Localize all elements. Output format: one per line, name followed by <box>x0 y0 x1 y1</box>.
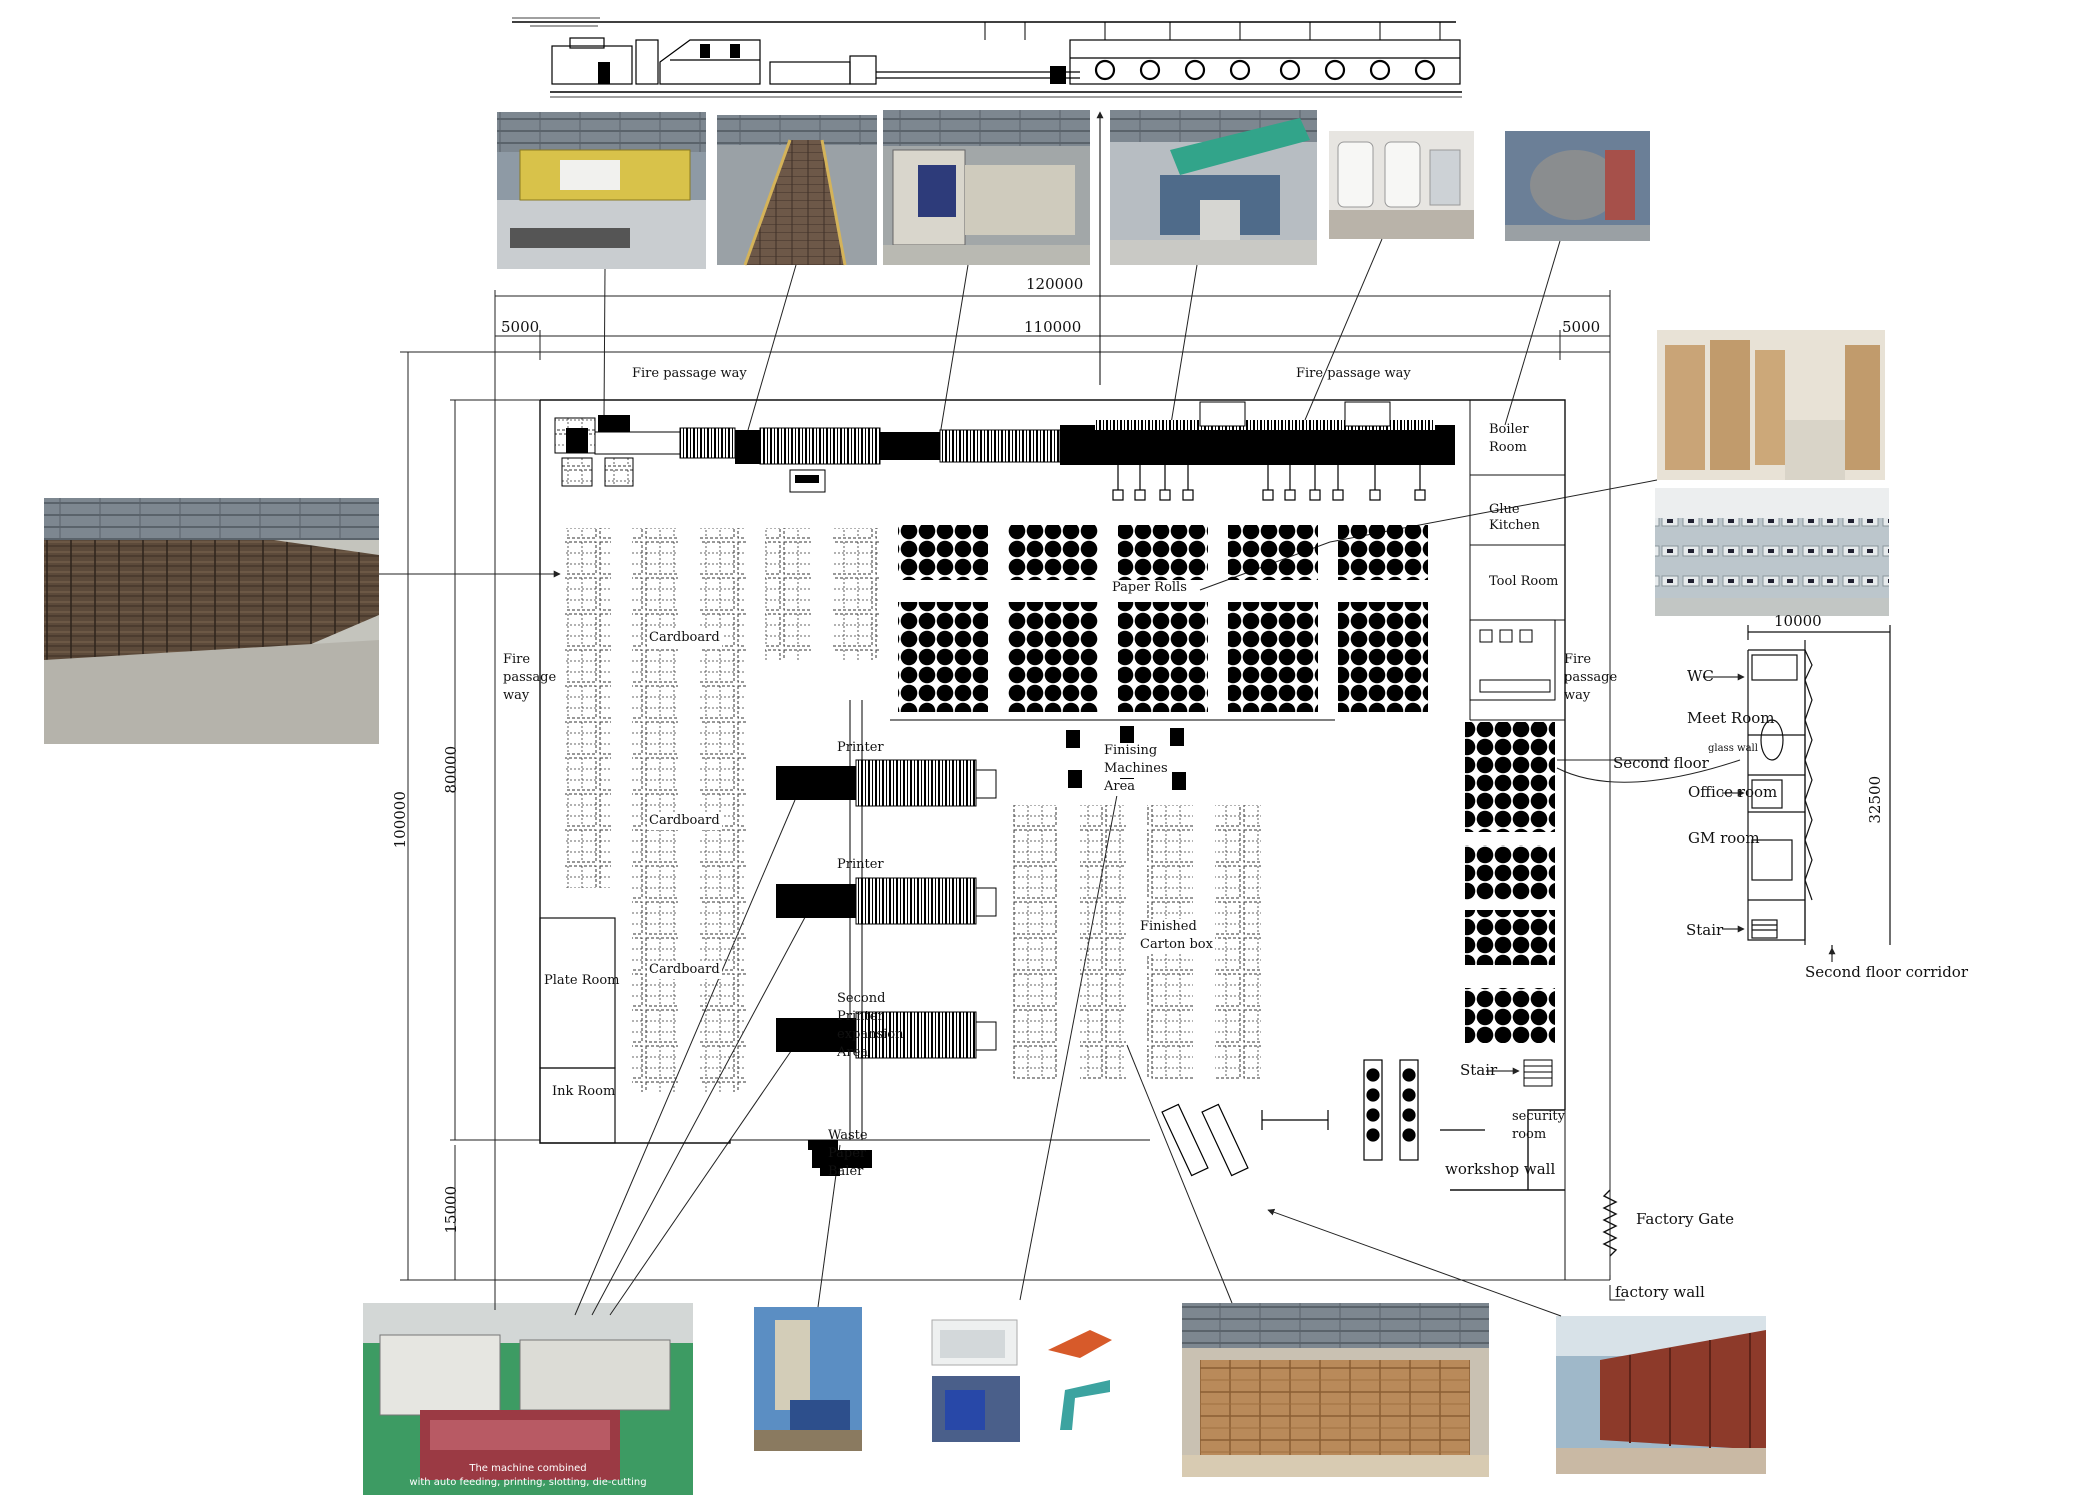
printer-label-1: Printer <box>837 740 884 755</box>
printer-photo-caption-line-1: The machine combined <box>469 1463 587 1474</box>
dimension-right-margin: 5000 <box>1562 318 1601 336</box>
photo-office <box>1655 488 1889 616</box>
fire-passage-right-3: way <box>1564 688 1591 703</box>
office-second-floor-plan <box>1747 625 1891 955</box>
factory-gate-label: Factory Gate <box>1636 1210 1735 1228</box>
paper-rolls-storage <box>890 525 1555 1043</box>
factory-wall-label: factory wall <box>1615 1283 1705 1301</box>
finished-carton-storage <box>1012 805 1261 1081</box>
toilet-block <box>1469 619 1556 701</box>
photo-finishing-machines <box>931 1319 1123 1442</box>
second-printer-label-3: expansion <box>837 1027 904 1042</box>
dimension-left-margin: 5000 <box>501 318 540 336</box>
dimension-office-width: 10000 <box>1774 612 1822 630</box>
fire-passage-right-1: Fire <box>1564 652 1592 667</box>
dimension-total-height: 100000 <box>390 791 409 849</box>
fire-passage-right-2: passage <box>1564 670 1618 685</box>
photo-truck-loading <box>1556 1316 1766 1474</box>
fire-passage-top-right: Fire passage way <box>1296 366 1411 381</box>
plate-room-label: Plate Room <box>544 973 620 988</box>
glue-kitchen-label-1: Glue <box>1489 502 1520 517</box>
waste-paper-baler <box>808 1140 872 1176</box>
workshop-building <box>539 399 1611 1280</box>
factory-gate-symbol <box>1602 1189 1618 1257</box>
ink-room-label: Ink Room <box>552 1084 616 1099</box>
loading-trucks <box>1161 1059 1485 1177</box>
roll-stands <box>1112 465 1426 501</box>
boiler-room-label-2: Room <box>1489 440 1527 455</box>
finishing-area-label-2: Machines <box>1104 761 1168 778</box>
second-printer-label-4: Area <box>837 1045 869 1060</box>
tool-room-label: Tool Room <box>1489 574 1559 589</box>
stair-label-main: Stair <box>1460 1061 1498 1079</box>
photo-waste-baler <box>754 1307 862 1451</box>
photo-finished-carton-warehouse <box>1182 1303 1489 1477</box>
photo-double-backer <box>883 110 1090 265</box>
printer-photo-caption-line-2: with auto feeding, printing, slotting, d… <box>409 1476 647 1488</box>
cardboard-label-3: Cardboard <box>647 962 722 979</box>
factory-wall-line <box>1609 1285 1625 1301</box>
cardboard-label-2: Cardboard <box>647 813 722 830</box>
dimension-total-width: 120000 <box>1026 275 1084 293</box>
finishing-area-label-3: Area <box>1104 779 1136 796</box>
workshop-wall-label: workshop wall <box>1445 1160 1556 1178</box>
security-room-label-2: room <box>1512 1127 1547 1142</box>
printer-label-2: Printer <box>837 857 884 872</box>
waste-baler-label-3: Baler <box>828 1164 864 1179</box>
fire-passage-top-left: Fire passage way <box>632 366 747 381</box>
dimension-lines <box>400 290 1611 1310</box>
finished-carton-label-1: Finished <box>1140 919 1197 936</box>
wc-label: WC <box>1687 667 1714 685</box>
photo-conveyor-bridge <box>717 115 877 266</box>
boiler-room-label-1: Boiler <box>1489 422 1529 437</box>
cardboard-label-1: Cardboard <box>647 630 722 647</box>
printer-slotter-machines <box>776 700 997 1140</box>
fire-passage-left-2: passage <box>503 670 557 685</box>
plate-room-block <box>539 917 616 1144</box>
office-pointer-arrows <box>1096 111 1836 1075</box>
cardboard-storage <box>565 528 879 1092</box>
photo-paper-roll-warehouse <box>1657 330 1885 480</box>
photo-stacker-area <box>497 112 706 269</box>
printer-photo-caption: The machine combined with auto feeding, … <box>363 1462 693 1489</box>
dimension-inner-width: 110000 <box>1024 318 1082 336</box>
office-room-label: Office room <box>1688 783 1778 801</box>
second-floor-label: Second floor <box>1613 754 1709 772</box>
photo-glue-kitchen <box>1329 131 1474 239</box>
photo-single-facer <box>1110 110 1317 265</box>
photo-boiler <box>1505 131 1650 241</box>
meet-room-label: Meet Room <box>1687 709 1775 727</box>
photo-printer-machine <box>363 1303 693 1495</box>
office-stair-label: Stair <box>1686 921 1724 939</box>
corrugator-production-line <box>554 401 1455 493</box>
security-room-label-1: security <box>1512 1109 1565 1124</box>
finishing-area-label-1: Finising <box>1104 743 1158 760</box>
dimension-bottom-margin: 15000 <box>442 1185 461 1234</box>
finished-carton-label-2: Carton box <box>1140 937 1213 954</box>
stair-symbol-main <box>1523 1059 1553 1087</box>
second-floor-corridor-label: Second floor corridor <box>1805 963 1968 981</box>
production-line-elevation-drawing <box>512 17 1462 98</box>
waste-baler-label-2: Paper <box>828 1146 867 1161</box>
glue-kitchen-label-2: Kitchen <box>1489 518 1540 533</box>
fire-passage-left-1: Fire <box>503 652 531 667</box>
second-printer-label-1: Second <box>837 991 886 1006</box>
dimension-office-length: 32500 <box>1866 775 1885 824</box>
paper-rolls-label: Paper Rolls <box>1110 580 1189 597</box>
fire-passage-left-3: way <box>503 688 530 703</box>
second-printer-label-2: Printer <box>837 1009 884 1024</box>
glass-wall-label: glass wall <box>1708 743 1758 754</box>
waste-baler-label-1: Waste <box>828 1128 868 1143</box>
photo-cardboard-warehouse <box>44 498 379 744</box>
dimension-inner-height: 80000 <box>442 745 461 794</box>
gm-room-label: GM room <box>1688 829 1760 847</box>
